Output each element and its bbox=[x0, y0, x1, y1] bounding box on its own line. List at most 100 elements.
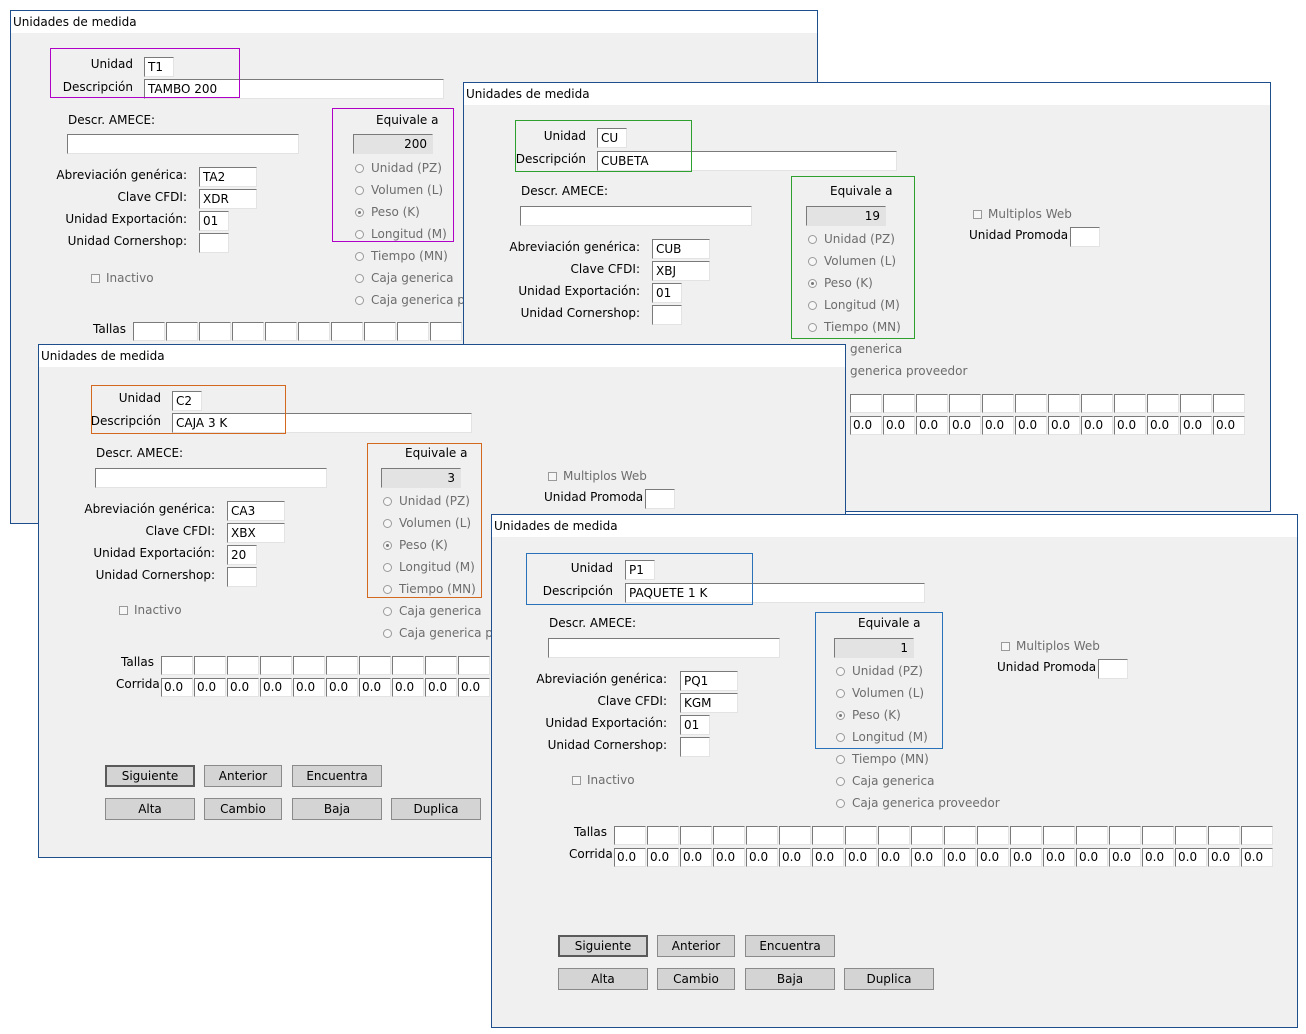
descr-amece-input[interactable] bbox=[520, 206, 752, 226]
tallas-cell[interactable] bbox=[392, 656, 424, 675]
tallas-cell[interactable] bbox=[397, 322, 429, 341]
radio-peso[interactable]: Peso (K) bbox=[383, 538, 448, 552]
clave-cfdi-input[interactable]: XBX bbox=[227, 523, 285, 543]
descripcion-input[interactable]: TAMBO 200 bbox=[144, 79, 444, 99]
corrida-cell[interactable]: 0.0 bbox=[949, 416, 981, 435]
tallas-cell[interactable] bbox=[199, 322, 231, 341]
tallas-cell[interactable] bbox=[982, 394, 1014, 413]
corrida-cell[interactable]: 0.0 bbox=[293, 678, 325, 697]
encuentra-button[interactable]: Encuentra bbox=[292, 765, 382, 787]
tallas-cell[interactable] bbox=[1147, 394, 1179, 413]
tallas-cell[interactable] bbox=[911, 826, 943, 845]
tallas-cell[interactable] bbox=[326, 656, 358, 675]
descripcion-input[interactable]: CAJA 3 K bbox=[172, 413, 472, 433]
tallas-cell[interactable] bbox=[166, 322, 198, 341]
tallas-cell[interactable] bbox=[812, 826, 844, 845]
tallas-cell[interactable] bbox=[1175, 826, 1207, 845]
cornershop-input[interactable] bbox=[680, 737, 710, 757]
tallas-cell[interactable] bbox=[298, 322, 330, 341]
radio-longitud[interactable]: Longitud (M) bbox=[808, 298, 900, 312]
tallas-cell[interactable] bbox=[1081, 394, 1113, 413]
radio-volumen[interactable]: Volumen (L) bbox=[808, 254, 896, 268]
radio-tiempo[interactable]: Tiempo (MN) bbox=[355, 249, 448, 263]
corrida-cell[interactable]: 0.0 bbox=[911, 848, 943, 867]
corrida-cell[interactable]: 0.0 bbox=[1147, 416, 1179, 435]
abreviacion-input[interactable]: PQ1 bbox=[680, 671, 738, 691]
corrida-cell[interactable]: 0.0 bbox=[1109, 848, 1141, 867]
tallas-cell[interactable] bbox=[883, 394, 915, 413]
tallas-cell[interactable] bbox=[364, 322, 396, 341]
clave-cfdi-input[interactable]: KGM bbox=[680, 693, 738, 713]
inactivo-checkbox[interactable]: Inactivo bbox=[91, 271, 154, 285]
unidad-input[interactable]: C2 bbox=[172, 391, 202, 411]
tallas-cell[interactable] bbox=[425, 656, 457, 675]
tallas-cell[interactable] bbox=[1208, 826, 1240, 845]
corrida-cell[interactable]: 0.0 bbox=[1010, 848, 1042, 867]
radio-caja-proveedor[interactable]: Caja generica pro bbox=[355, 293, 477, 307]
radio-caja[interactable]: Caja generica bbox=[355, 271, 453, 285]
radio-caja[interactable]: Caja generica bbox=[836, 774, 934, 788]
tallas-cell[interactable] bbox=[878, 826, 910, 845]
tallas-cell[interactable] bbox=[1010, 826, 1042, 845]
corrida-cell[interactable]: 0.0 bbox=[392, 678, 424, 697]
multiplos-web-checkbox[interactable]: Multiplos Web bbox=[548, 469, 647, 483]
clave-cfdi-input[interactable]: XBJ bbox=[652, 261, 710, 281]
tallas-cell[interactable] bbox=[1241, 826, 1273, 845]
tallas-cell[interactable] bbox=[1015, 394, 1047, 413]
unidad-input[interactable]: T1 bbox=[144, 57, 174, 77]
radio-caja-proveedor[interactable]: generica proveedor bbox=[850, 364, 968, 378]
baja-button[interactable]: Baja bbox=[292, 798, 382, 820]
tallas-cell[interactable] bbox=[850, 394, 882, 413]
corrida-cell[interactable]: 0.0 bbox=[944, 848, 976, 867]
cambio-button[interactable]: Cambio bbox=[657, 968, 735, 990]
tallas-cell[interactable] bbox=[713, 826, 745, 845]
anterior-button[interactable]: Anterior bbox=[204, 765, 282, 787]
tallas-cell[interactable] bbox=[359, 656, 391, 675]
tallas-cell[interactable] bbox=[133, 322, 165, 341]
tallas-cell[interactable] bbox=[916, 394, 948, 413]
tallas-cell[interactable] bbox=[1213, 394, 1245, 413]
tallas-cell[interactable] bbox=[430, 322, 462, 341]
corrida-cell[interactable]: 0.0 bbox=[1043, 848, 1075, 867]
duplica-button[interactable]: Duplica bbox=[391, 798, 481, 820]
descripcion-input[interactable]: PAQUETE 1 K bbox=[625, 583, 925, 603]
tallas-cell[interactable] bbox=[331, 322, 363, 341]
unidad-input[interactable]: CU bbox=[597, 128, 627, 148]
corrida-cell[interactable]: 0.0 bbox=[1076, 848, 1108, 867]
radio-longitud[interactable]: Longitud (M) bbox=[836, 730, 928, 744]
corrida-cell[interactable]: 0.0 bbox=[713, 848, 745, 867]
corrida-cell[interactable]: 0.0 bbox=[1241, 848, 1273, 867]
corrida-cell[interactable]: 0.0 bbox=[425, 678, 457, 697]
anterior-button[interactable]: Anterior bbox=[657, 935, 735, 957]
radio-caja-proveedor[interactable]: Caja generica pro bbox=[383, 626, 505, 640]
corrida-cell[interactable]: 0.0 bbox=[1114, 416, 1146, 435]
tallas-cell[interactable] bbox=[232, 322, 264, 341]
corrida-cell[interactable]: 0.0 bbox=[982, 416, 1014, 435]
radio-volumen[interactable]: Volumen (L) bbox=[355, 183, 443, 197]
duplica-button[interactable]: Duplica bbox=[844, 968, 934, 990]
corrida-cell[interactable]: 0.0 bbox=[779, 848, 811, 867]
corrida-cell[interactable]: 0.0 bbox=[614, 848, 646, 867]
descr-amece-input[interactable] bbox=[95, 468, 327, 488]
radio-tiempo[interactable]: Tiempo (MN) bbox=[383, 582, 476, 596]
tallas-cell[interactable] bbox=[1142, 826, 1174, 845]
cornershop-input[interactable] bbox=[227, 567, 257, 587]
tallas-cell[interactable] bbox=[746, 826, 778, 845]
tallas-cell[interactable] bbox=[1180, 394, 1212, 413]
corrida-cell[interactable]: 0.0 bbox=[680, 848, 712, 867]
tallas-cell[interactable] bbox=[779, 826, 811, 845]
corrida-cell[interactable]: 0.0 bbox=[812, 848, 844, 867]
corrida-cell[interactable]: 0.0 bbox=[161, 678, 193, 697]
descr-amece-input[interactable] bbox=[67, 134, 299, 154]
tallas-cell[interactable] bbox=[680, 826, 712, 845]
siguiente-button[interactable]: Siguiente bbox=[558, 935, 648, 957]
tallas-cell[interactable] bbox=[614, 826, 646, 845]
tallas-cell[interactable] bbox=[161, 656, 193, 675]
abreviacion-input[interactable]: TA2 bbox=[199, 167, 257, 187]
unidad-input[interactable]: P1 bbox=[625, 560, 655, 580]
tallas-cell[interactable] bbox=[1076, 826, 1108, 845]
clave-cfdi-input[interactable]: XDR bbox=[199, 189, 257, 209]
corrida-cell[interactable]: 0.0 bbox=[1180, 416, 1212, 435]
corrida-cell[interactable]: 0.0 bbox=[647, 848, 679, 867]
radio-longitud[interactable]: Longitud (M) bbox=[383, 560, 475, 574]
